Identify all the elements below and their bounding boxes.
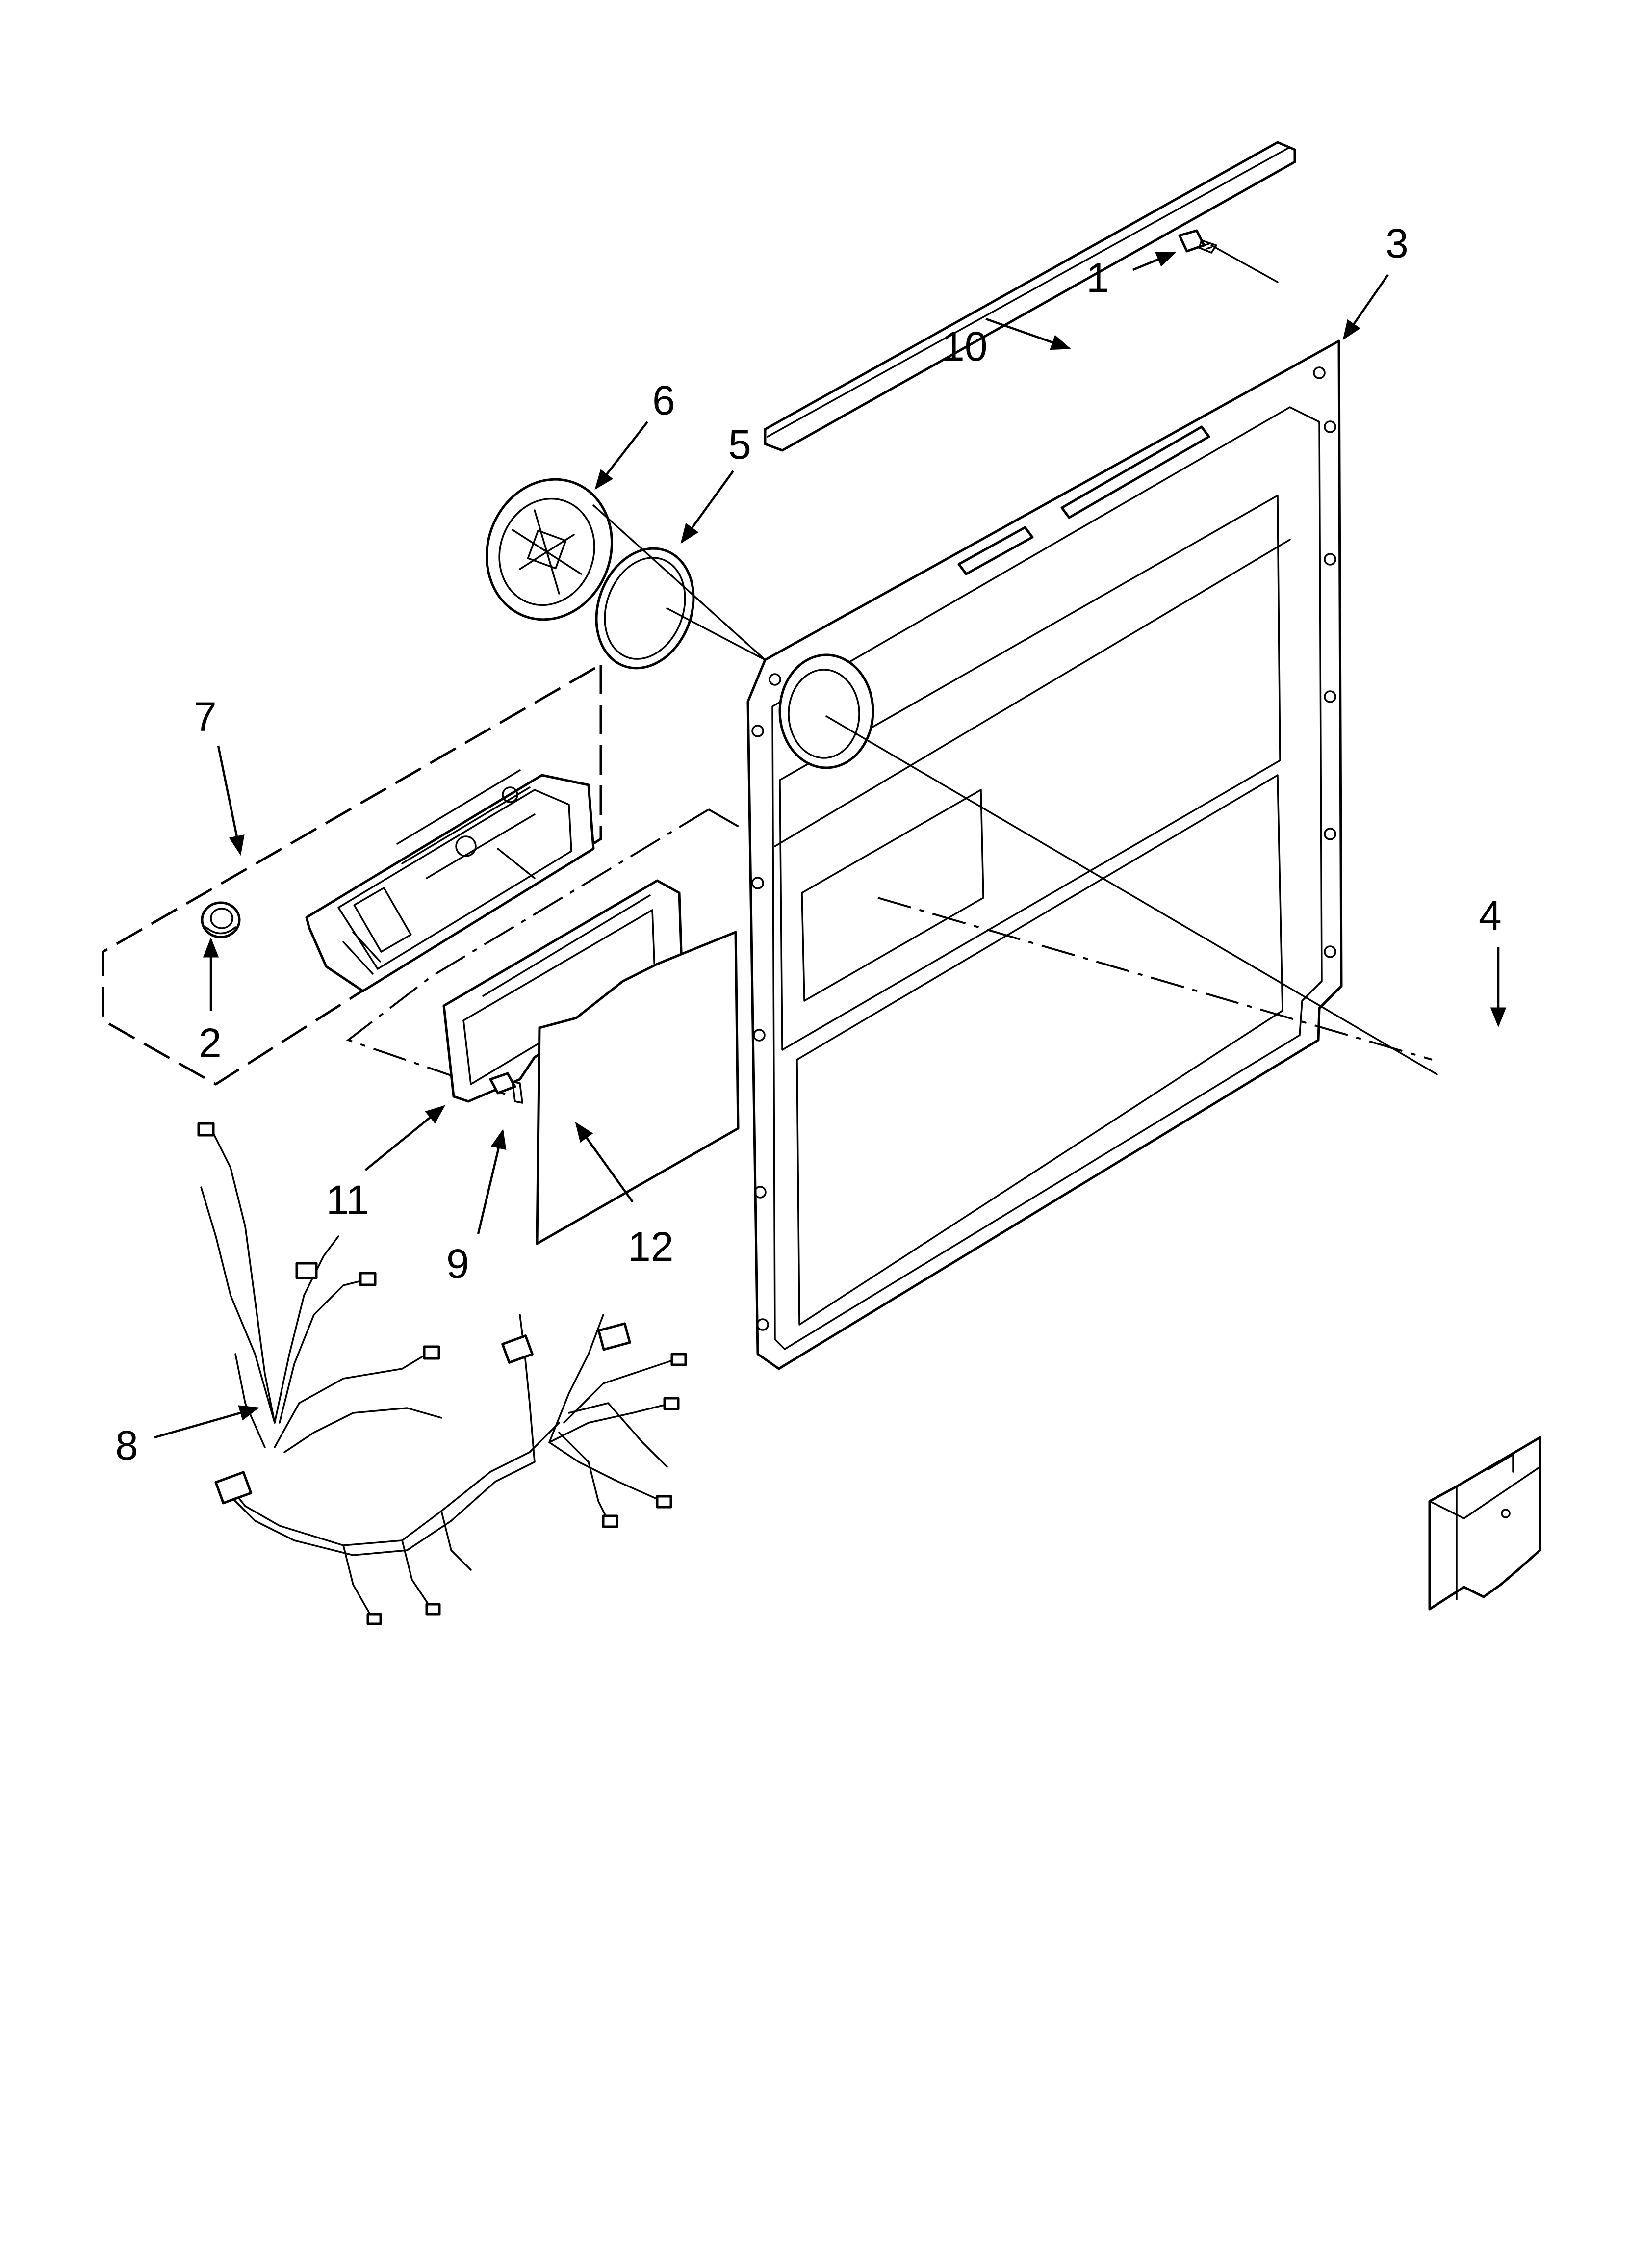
knob-part-2	[201, 901, 241, 938]
top-trim-strip	[764, 141, 1296, 575]
callout-6: 6	[652, 377, 675, 423]
callout-1: 1	[1086, 255, 1109, 301]
control-mount-outline	[346, 808, 744, 1095]
circuit-board-part-12	[536, 931, 740, 1245]
wire-harness-part-8	[197, 1122, 687, 1625]
panel-screw-holes	[751, 366, 1336, 1331]
callout-labels: 1 2 3 4 5 6 7 8 9 10 11 12	[115, 220, 1502, 1468]
callout-8: 8	[115, 1422, 138, 1468]
callout-4: 4	[1479, 892, 1502, 938]
corner-bracket-part-4	[1428, 1436, 1541, 1611]
screw-part-1	[1178, 229, 1217, 254]
callout-11: 11	[326, 1177, 369, 1223]
dispenser-part-7	[305, 769, 595, 992]
inner-door-panel	[746, 339, 1343, 1370]
screw-part-9	[489, 1072, 523, 1104]
vent-cap-part-6	[485, 478, 614, 621]
callout-5: 5	[728, 421, 751, 468]
leader-lines	[154, 251, 1507, 1439]
projection-lines	[497, 244, 1438, 1075]
callout-3: 3	[1385, 220, 1409, 266]
gasket-part-5	[595, 547, 695, 670]
dispenser-assembly-boundary	[102, 663, 602, 1086]
callout-2: 2	[199, 1020, 222, 1066]
callout-7: 7	[194, 694, 217, 740]
callout-10: 10	[942, 323, 987, 369]
callout-12: 12	[628, 1224, 673, 1270]
callout-9: 9	[446, 1241, 469, 1287]
